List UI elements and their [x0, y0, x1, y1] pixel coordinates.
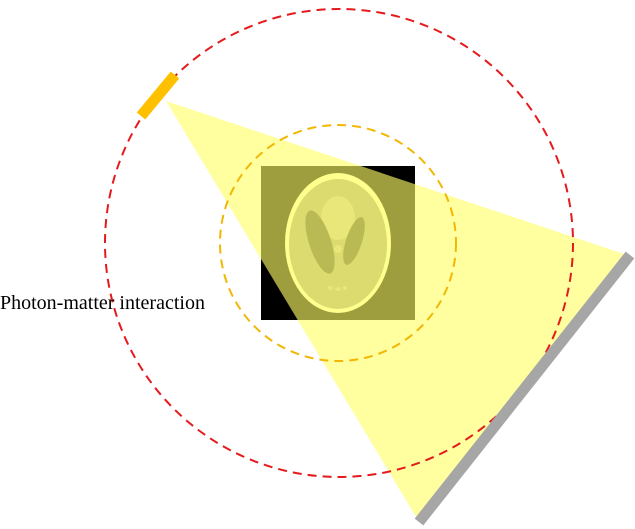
- field-of-view-circle: [219, 124, 457, 362]
- photon-matter-interaction-label: Photon-matter interaction: [0, 292, 205, 314]
- xray-fan-beam: [166, 101, 624, 520]
- detector-array: [414, 251, 635, 526]
- xray-source: [136, 71, 180, 120]
- source-orbit-circle: [104, 8, 574, 478]
